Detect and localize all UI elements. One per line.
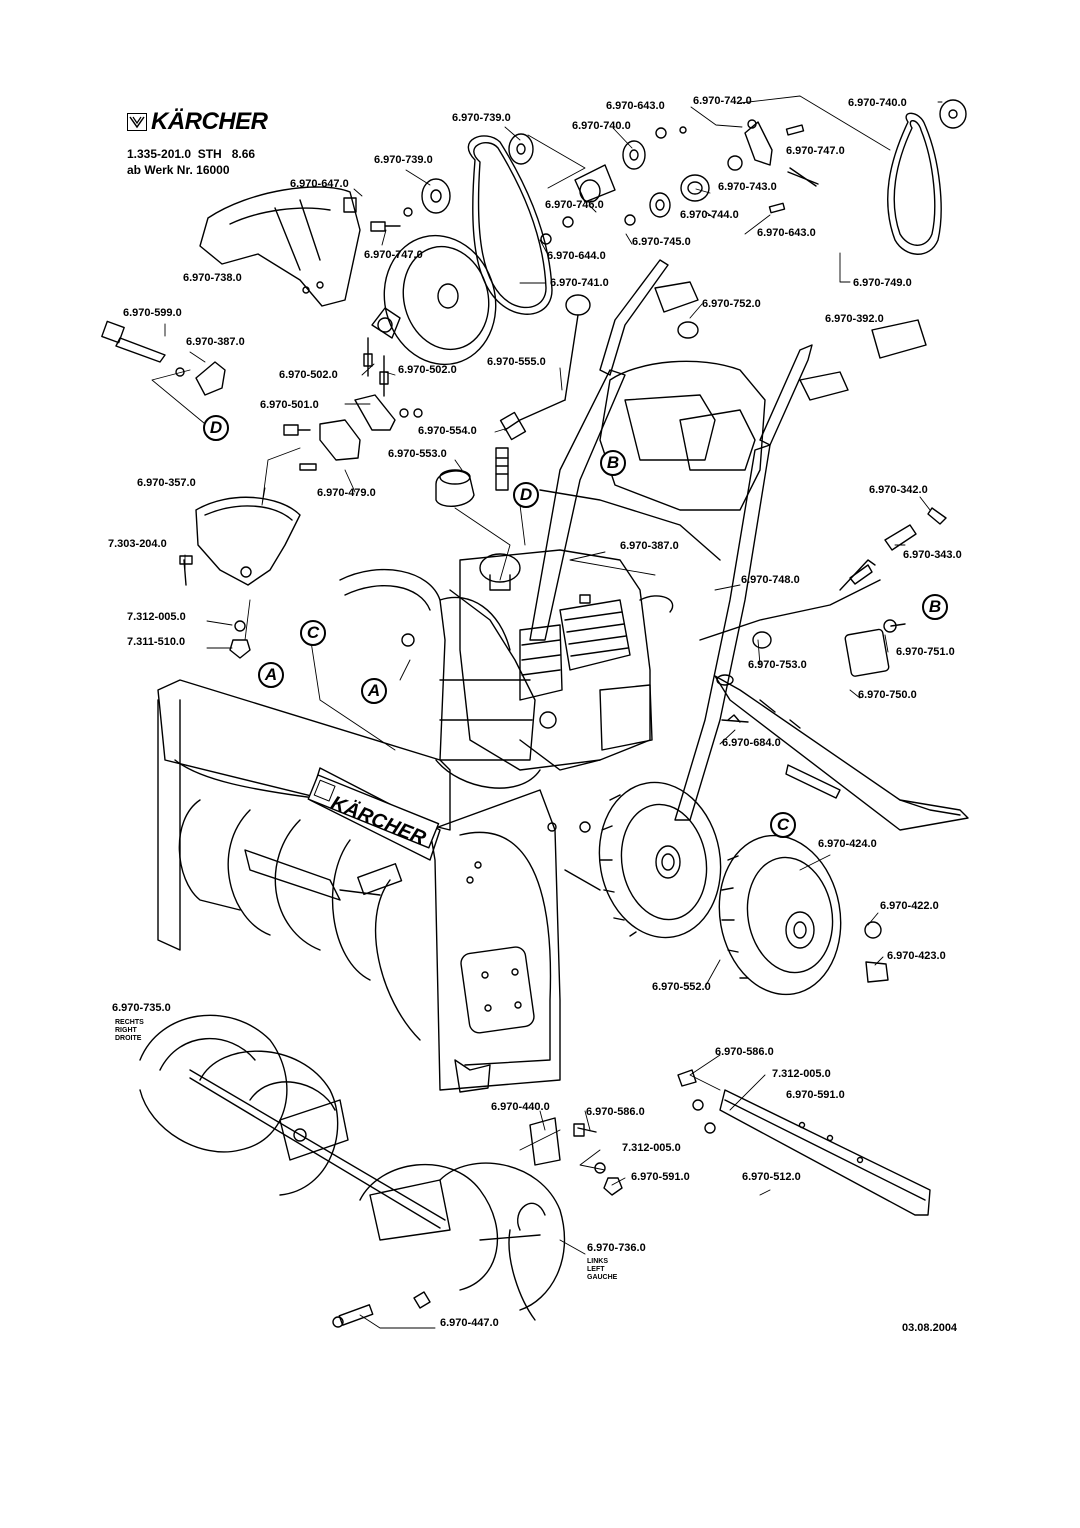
part-label: 6.970-479.0 [317, 487, 376, 499]
part-label: 6.970-747.0 [364, 249, 423, 261]
part-label: 6.970-502.0 [279, 369, 338, 381]
part-label: 6.970-740.0 [572, 120, 631, 132]
part-label: 6.970-586.0 [586, 1106, 645, 1118]
part-label: 6.970-740.0 [848, 97, 907, 109]
drive-belt-assembly [370, 99, 967, 366]
part-label: 7.303-204.0 [108, 538, 167, 550]
part-label: 6.970-643.0 [606, 100, 665, 112]
part-label: 6.970-342.0 [869, 484, 928, 496]
housing-brand-plate [307, 774, 440, 849]
auger-spirals [139, 1014, 566, 1328]
part-label: 6.970-357.0 [137, 477, 196, 489]
belt-cover [199, 186, 361, 307]
chute-deflector [179, 496, 301, 659]
callout-marker: D [203, 415, 229, 441]
part-label: 6.970-643.0 [757, 227, 816, 239]
skid-assembly [529, 1069, 931, 1216]
part-label: 6.970-554.0 [418, 425, 477, 437]
part-label: 6.970-392.0 [825, 313, 884, 325]
discharge-chute [339, 568, 541, 789]
brand-emblem-icon [127, 113, 147, 131]
part-label: 6.970-745.0 [632, 236, 691, 248]
part-label: 6.970-647.0 [290, 178, 349, 190]
callout-marker: B [600, 450, 626, 476]
part-label: 6.970-502.0 [398, 364, 457, 376]
handlebar-assembly [529, 259, 927, 821]
callout-marker: B [922, 594, 948, 620]
part-label: 6.970-684.0 [722, 737, 781, 749]
ignition-parts [283, 337, 423, 471]
part-label: 6.970-586.0 [715, 1046, 774, 1058]
document-number: 1.335-201.0 STH 8.66 [127, 147, 256, 161]
part-label: 6.970-423.0 [887, 950, 946, 962]
callout-marker: C [300, 620, 326, 646]
callout-marker: D [513, 482, 539, 508]
axle-shaft [714, 507, 969, 831]
leader-lines [151, 95, 943, 1329]
part-label: 7.311-510.0 [127, 636, 186, 648]
part-label: 6.970-739.0 [452, 112, 511, 124]
part-label: 6.970-735.0 [112, 1002, 171, 1014]
callout-marker: A [361, 678, 387, 704]
part-label: 6.970-736.0 [587, 1242, 646, 1254]
part-label: 6.970-644.0 [547, 250, 606, 262]
part-label: 6.970-746.0 [545, 199, 604, 211]
part-label: 6.970-501.0 [260, 399, 319, 411]
part-label: 6.970-387.0 [620, 540, 679, 552]
part-label: 6.970-747.0 [786, 145, 845, 157]
spark-plug-and-cap [435, 294, 591, 507]
wheels [598, 781, 889, 996]
right-side-note: RECHTS RIGHT DROITE [115, 1019, 144, 1042]
part-label: 6.970-591.0 [631, 1171, 690, 1183]
part-label: 6.970-343.0 [903, 549, 962, 561]
brand-logo: KÄRCHER [127, 110, 268, 134]
part-label: 6.970-751.0 [896, 646, 955, 658]
part-label: 6.970-440.0 [491, 1101, 550, 1113]
part-label: 6.970-422.0 [880, 900, 939, 912]
part-label: 6.970-553.0 [388, 448, 447, 460]
part-label: 6.970-552.0 [652, 981, 711, 993]
part-label: 6.970-744.0 [680, 209, 739, 221]
part-label: 6.970-748.0 [741, 574, 800, 586]
serial-number-note: ab Werk Nr. 16000 [127, 163, 230, 177]
part-label: 6.970-743.0 [718, 181, 777, 193]
revision-date: 03.08.2004 [902, 1322, 958, 1334]
part-label: 6.970-599.0 [123, 307, 182, 319]
part-label: 7.312-005.0 [622, 1142, 681, 1154]
part-label: 6.970-387.0 [186, 336, 245, 348]
part-label: 6.970-739.0 [374, 154, 433, 166]
callout-marker: C [770, 812, 796, 838]
part-label: 6.970-555.0 [487, 356, 546, 368]
chute-bolt-and-crank [101, 320, 226, 396]
part-label: 6.970-742.0 [693, 95, 752, 107]
part-label: 7.312-005.0 [127, 611, 186, 623]
part-label: 6.970-591.0 [786, 1089, 845, 1101]
part-label: 6.970-447.0 [440, 1317, 499, 1329]
callout-marker: A [258, 662, 284, 688]
part-label: 7.312-005.0 [772, 1068, 831, 1080]
auger-housing [157, 679, 601, 1093]
brand-wordmark: KÄRCHER [151, 108, 268, 135]
engine-block [459, 549, 674, 771]
part-label: 6.970-424.0 [818, 838, 877, 850]
part-label: 6.970-741.0 [550, 277, 609, 289]
part-label: 6.970-750.0 [858, 689, 917, 701]
part-label: 6.970-753.0 [748, 659, 807, 671]
part-label: 6.970-752.0 [702, 298, 761, 310]
left-side-note: LINKS LEFT GAUCHE [587, 1258, 618, 1281]
part-label: 6.970-512.0 [742, 1171, 801, 1183]
part-label: 6.970-738.0 [183, 272, 242, 284]
part-label: 6.970-749.0 [853, 277, 912, 289]
